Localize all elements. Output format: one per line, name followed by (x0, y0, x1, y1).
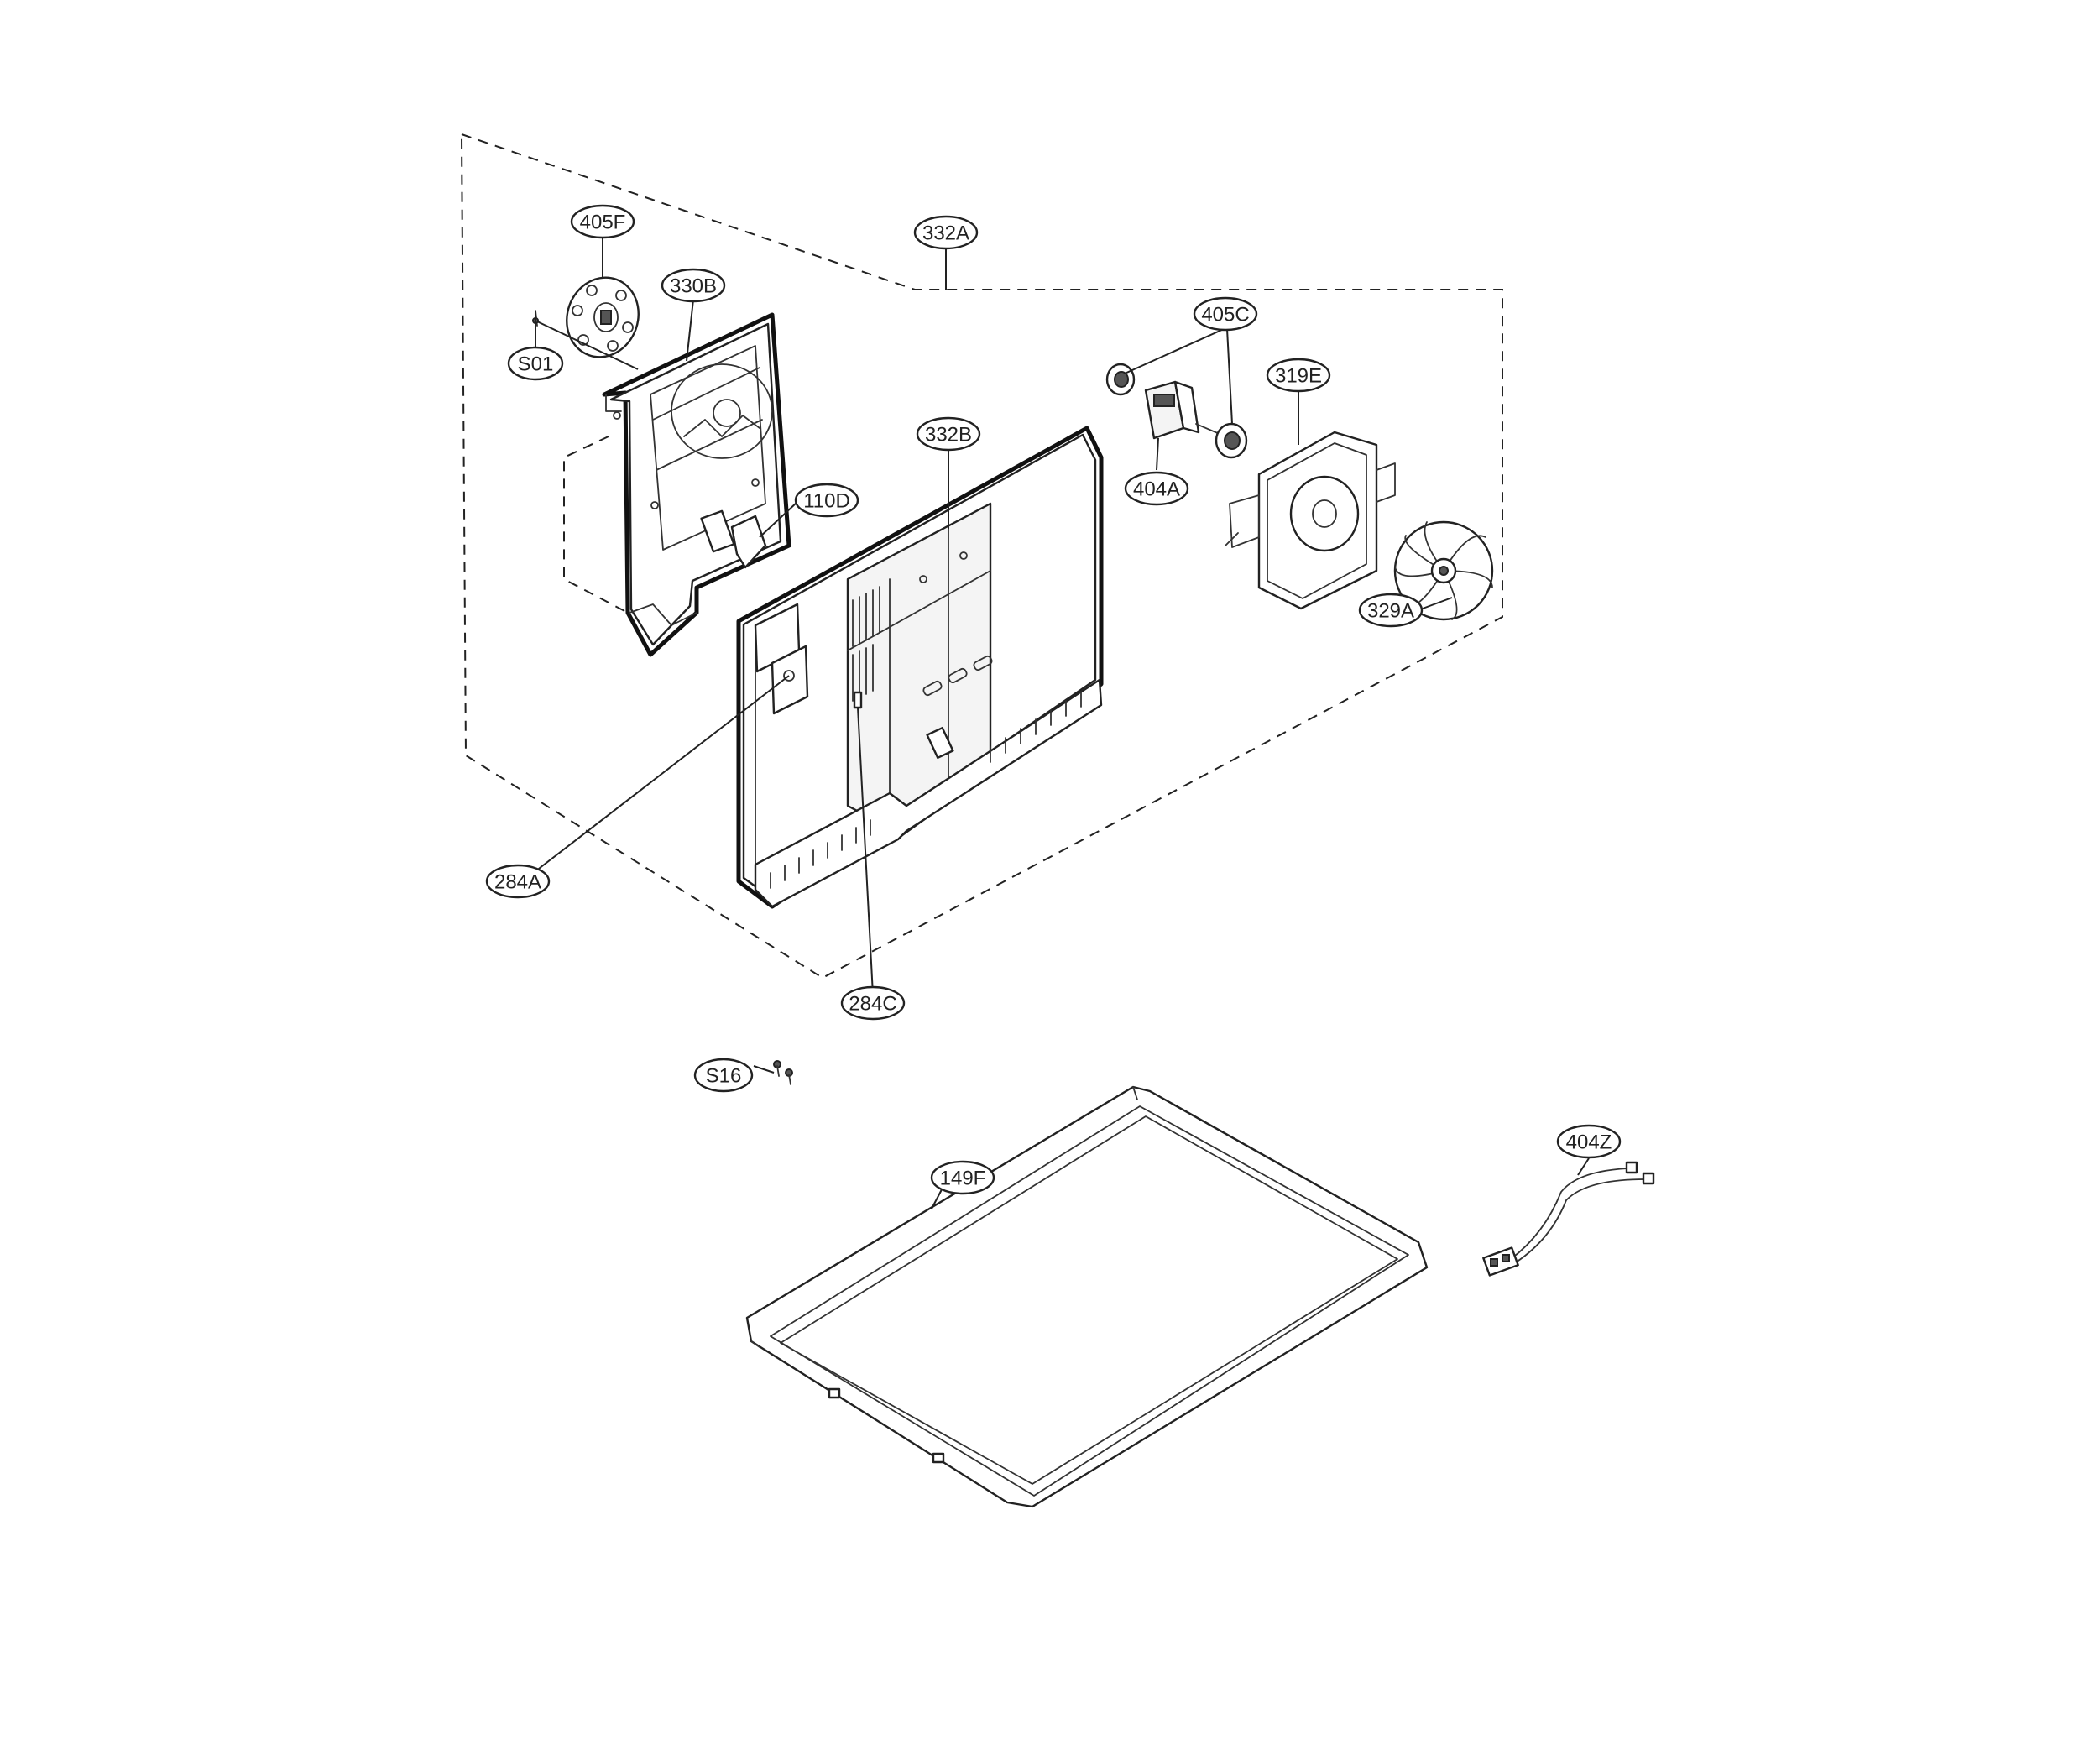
callout-label-329a: 329A (1367, 600, 1414, 623)
leader-284a (535, 675, 790, 872)
callout-332b: 332B (916, 416, 981, 452)
callout-label-s01: S01 (518, 353, 554, 376)
callout-149f: 149F (930, 1160, 995, 1195)
callout-label-405c: 405C (1201, 304, 1249, 327)
screws-s16 (753, 1060, 793, 1085)
callout-404z: 404Z (1556, 1124, 1622, 1159)
construction-line-330b (563, 436, 629, 614)
callout-label-149f: 149F (940, 1168, 986, 1190)
callout-404a: 404A (1124, 471, 1189, 506)
assembly-boundary-332a (460, 133, 1503, 980)
callout-s01: S01 (507, 346, 564, 381)
callout-label-332a: 332A (922, 222, 969, 245)
fan-blade-329a (1393, 520, 1494, 621)
pin-284c (853, 691, 874, 995)
callout-284c: 284C (840, 985, 906, 1021)
motor-404a (1144, 380, 1226, 440)
callout-405c: 405C (1193, 296, 1258, 332)
callout-label-319e: 319E (1275, 365, 1322, 388)
callout-label-110d: 110D (803, 490, 850, 513)
ribbed-base (754, 678, 1103, 908)
callout-332a: 332A (913, 215, 979, 250)
gear-disc-405f (566, 276, 640, 358)
callout-label-404z: 404Z (1566, 1131, 1612, 1154)
callout-label-s16: S16 (706, 1065, 742, 1088)
callout-label-284c: 284C (849, 993, 896, 1016)
callout-284a: 284A (485, 864, 551, 899)
callout-330b: 330B (661, 268, 726, 303)
cover-panel-332b (736, 426, 1104, 909)
callout-s16: S16 (693, 1058, 754, 1093)
callout-label-405f: 405F (580, 212, 626, 234)
bracket-plate-330b (602, 312, 791, 657)
callout-110d: 110D (794, 483, 859, 518)
callout-label-284a: 284A (494, 871, 541, 894)
callout-319e: 319E (1266, 358, 1331, 393)
harness-404z (1482, 1161, 1655, 1277)
gear-405c-lower (1215, 422, 1248, 459)
vent-slots (852, 586, 880, 702)
fan-housing-319e (1225, 431, 1396, 610)
callout-label-404a: 404A (1133, 478, 1180, 501)
shelf-149f (745, 1085, 1429, 1508)
gear-405c-upper (1105, 363, 1136, 396)
leader-s01-to-bracket (536, 321, 639, 370)
callout-label-330b: 330B (670, 275, 717, 298)
callout-label-332b: 332B (925, 424, 972, 447)
callout-329a: 329A (1358, 593, 1424, 628)
callout-405f: 405F (570, 204, 635, 239)
